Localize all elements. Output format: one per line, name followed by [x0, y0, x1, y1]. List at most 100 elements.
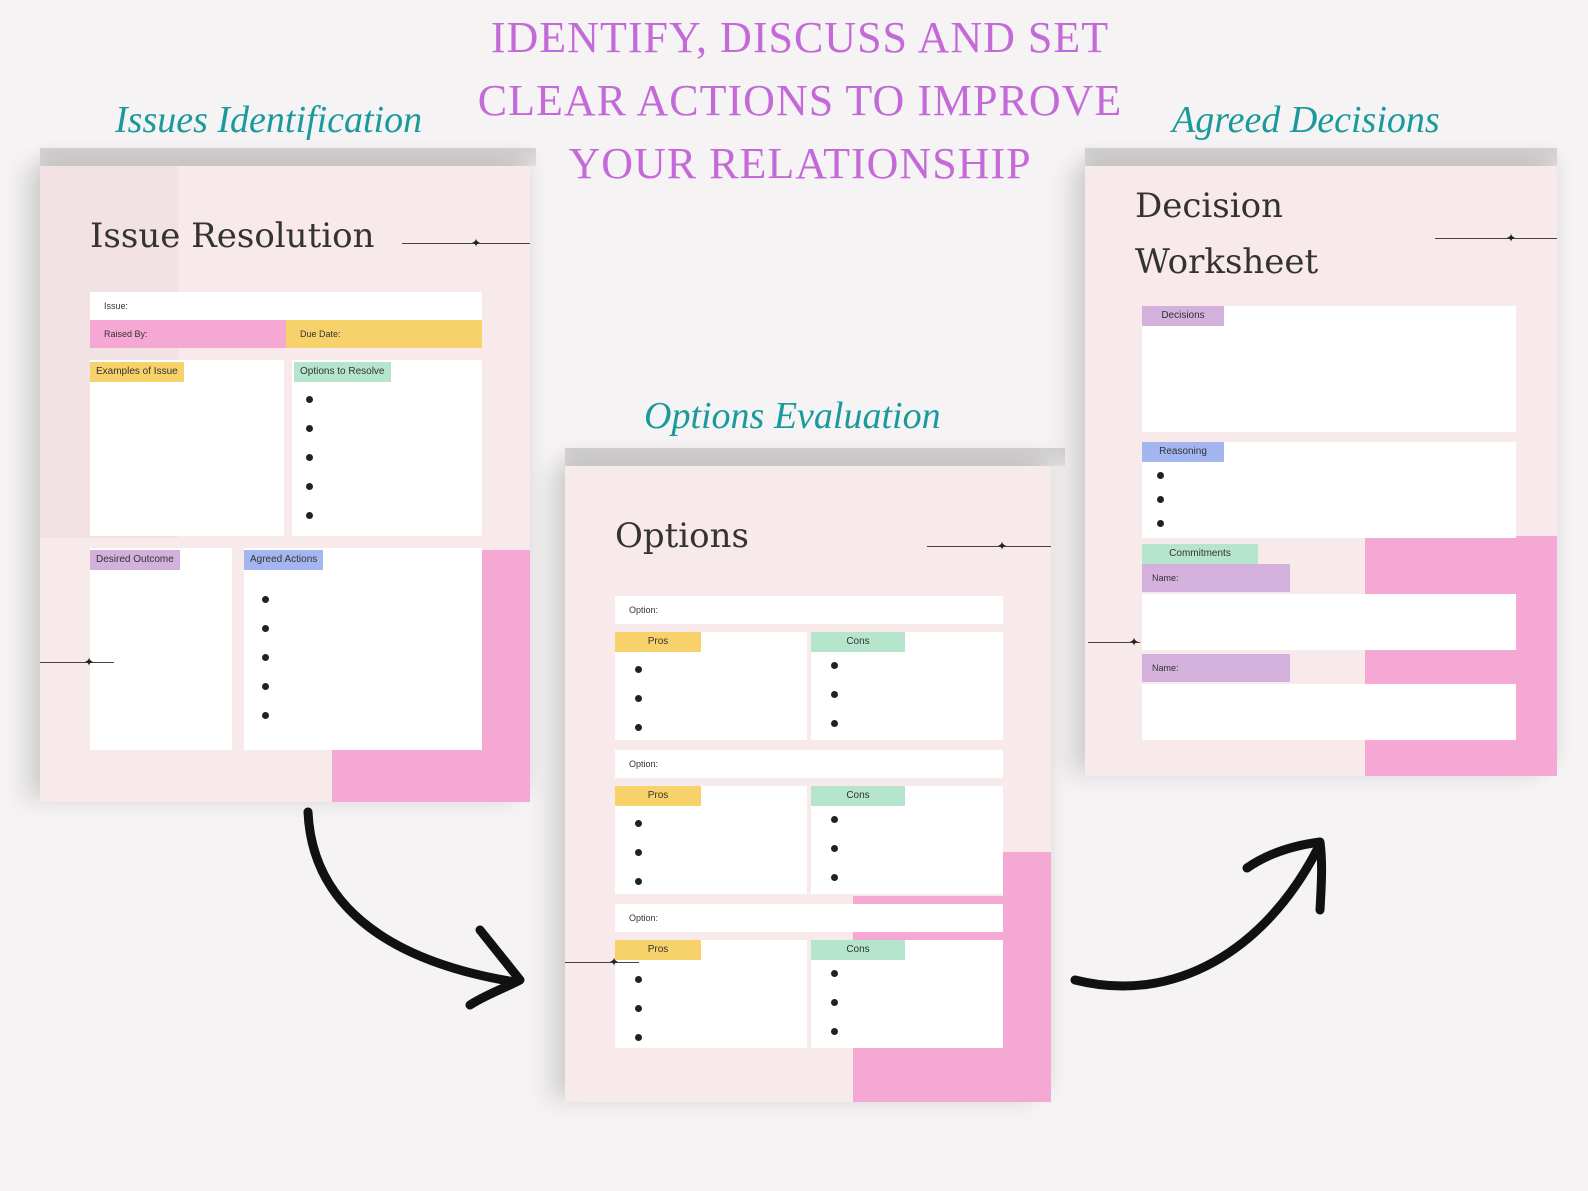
title-rule: [927, 546, 1051, 547]
option-label: Option:: [629, 759, 659, 769]
bullet: [831, 999, 838, 1006]
pros-tag: Pros: [615, 632, 701, 652]
option-3-field[interactable]: Option:: [615, 904, 1003, 932]
bullet: [635, 666, 642, 673]
bullet: [831, 874, 838, 881]
headline-line-1: IDENTIFY, DISCUSS AND SET: [490, 13, 1110, 62]
bullet: [831, 662, 838, 669]
title-rule: [1435, 238, 1557, 239]
option-1-field[interactable]: Option:: [615, 596, 1003, 624]
decisions-tag: Decisions: [1142, 306, 1224, 326]
pink-side-block: [482, 550, 530, 802]
options-sheet-title: Options: [615, 516, 749, 556]
commitment-2-box[interactable]: [1142, 684, 1516, 740]
sparkle-icon: ✦: [471, 236, 482, 250]
caption-decisions: Agreed Decisions: [1172, 99, 1440, 141]
cons-tag: Cons: [811, 786, 905, 806]
bullet: [635, 820, 642, 827]
bullet: [306, 425, 313, 432]
issue-sheet: Issue Resolution ✦ Issue: Raised By: Due…: [40, 166, 530, 802]
bullet: [306, 396, 313, 403]
caption-options: Options Evaluation: [644, 395, 941, 437]
side-rule: [40, 662, 114, 663]
reasoning-tag: Reasoning: [1142, 442, 1224, 462]
headline-line-2: CLEAR ACTIONS TO IMPROVE: [477, 76, 1123, 125]
bullet: [635, 1034, 642, 1041]
bullet: [262, 625, 269, 632]
pink-side-block: [1003, 852, 1051, 1102]
decision-sheet: Decision Worksheet ✦ Decisions Reasoning…: [1085, 166, 1557, 776]
name-field-1[interactable]: Name:: [1142, 564, 1290, 592]
cons-bullets: [831, 662, 838, 749]
cons-bullets: [831, 816, 838, 903]
cons-bullets: [831, 970, 838, 1057]
sparkle-icon: ✦: [609, 955, 620, 969]
bullet: [831, 970, 838, 977]
raised-by-field[interactable]: Raised By:: [90, 320, 286, 348]
title-rule: [402, 243, 530, 244]
options-resolve-tag: Options to Resolve: [294, 362, 391, 382]
decisions-box[interactable]: [1142, 306, 1516, 432]
bullet: [1157, 520, 1164, 527]
option-2-field[interactable]: Option:: [615, 750, 1003, 778]
issue-sheet-topbar: [40, 148, 536, 166]
bullet: [635, 849, 642, 856]
options-sheet-topbar: [565, 448, 1065, 466]
name-field-2[interactable]: Name:: [1142, 654, 1290, 682]
options-resolve-box[interactable]: [292, 360, 482, 536]
pros-bullets: [635, 666, 642, 753]
options-resolve-bullets: [306, 396, 313, 541]
bullet: [306, 454, 313, 461]
option-label: Option:: [629, 605, 659, 615]
headline-line-3: YOUR RELATIONSHIP: [568, 139, 1032, 188]
issue-field[interactable]: Issue:: [90, 292, 482, 320]
due-date-field[interactable]: Due Date:: [286, 320, 482, 348]
agreed-actions-tag: Agreed Actions: [244, 550, 324, 570]
cons-tag: Cons: [811, 940, 905, 960]
arrow-to-options-icon: [303, 807, 525, 1010]
bullet: [831, 691, 838, 698]
reasoning-bullets: [1157, 472, 1164, 544]
issue-sheet-title: Issue Resolution: [90, 216, 375, 256]
agreed-actions-box[interactable]: [244, 548, 482, 750]
pros-bullets: [635, 976, 642, 1063]
bullet: [635, 976, 642, 983]
bullet: [1157, 496, 1164, 503]
pros-tag: Pros: [615, 940, 701, 960]
bullet: [262, 596, 269, 603]
desired-outcome-box[interactable]: [90, 548, 232, 750]
bullet: [306, 512, 313, 519]
option-label: Option:: [629, 913, 659, 923]
pros-tag: Pros: [615, 786, 701, 806]
bullet: [306, 483, 313, 490]
commitments-tag: Commitments: [1142, 544, 1258, 564]
bullet: [831, 720, 838, 727]
sparkle-icon: ✦: [1506, 231, 1517, 245]
bullet: [635, 724, 642, 731]
sparkle-icon: ✦: [997, 539, 1008, 553]
bullet: [831, 845, 838, 852]
bullet: [635, 1005, 642, 1012]
desired-outcome-tag: Desired Outcome: [90, 550, 180, 570]
side-rule: [565, 962, 639, 963]
bullet: [635, 695, 642, 702]
decision-title-line-1: Decision: [1135, 186, 1283, 226]
caption-issues: Issues Identification: [115, 99, 423, 141]
side-rule: [1088, 642, 1140, 643]
agreed-actions-bullets: [262, 596, 269, 741]
pink-corner-block: [1365, 536, 1557, 776]
arrow-to-decisions-icon: [1070, 837, 1327, 991]
commitment-1-box[interactable]: [1142, 594, 1516, 650]
bullet: [831, 1028, 838, 1035]
pros-bullets: [635, 820, 642, 907]
bullet: [262, 654, 269, 661]
bullet: [262, 683, 269, 690]
headline: IDENTIFY, DISCUSS AND SET CLEAR ACTIONS …: [470, 6, 1130, 195]
bullet: [1157, 472, 1164, 479]
bullet: [831, 816, 838, 823]
decision-sheet-topbar: [1085, 148, 1557, 166]
sparkle-icon: ✦: [84, 655, 95, 669]
examples-box[interactable]: [90, 360, 284, 536]
examples-tag: Examples of Issue: [90, 362, 184, 382]
options-sheet: Options ✦ Option: Pros Cons Option: Pros…: [565, 466, 1051, 1102]
